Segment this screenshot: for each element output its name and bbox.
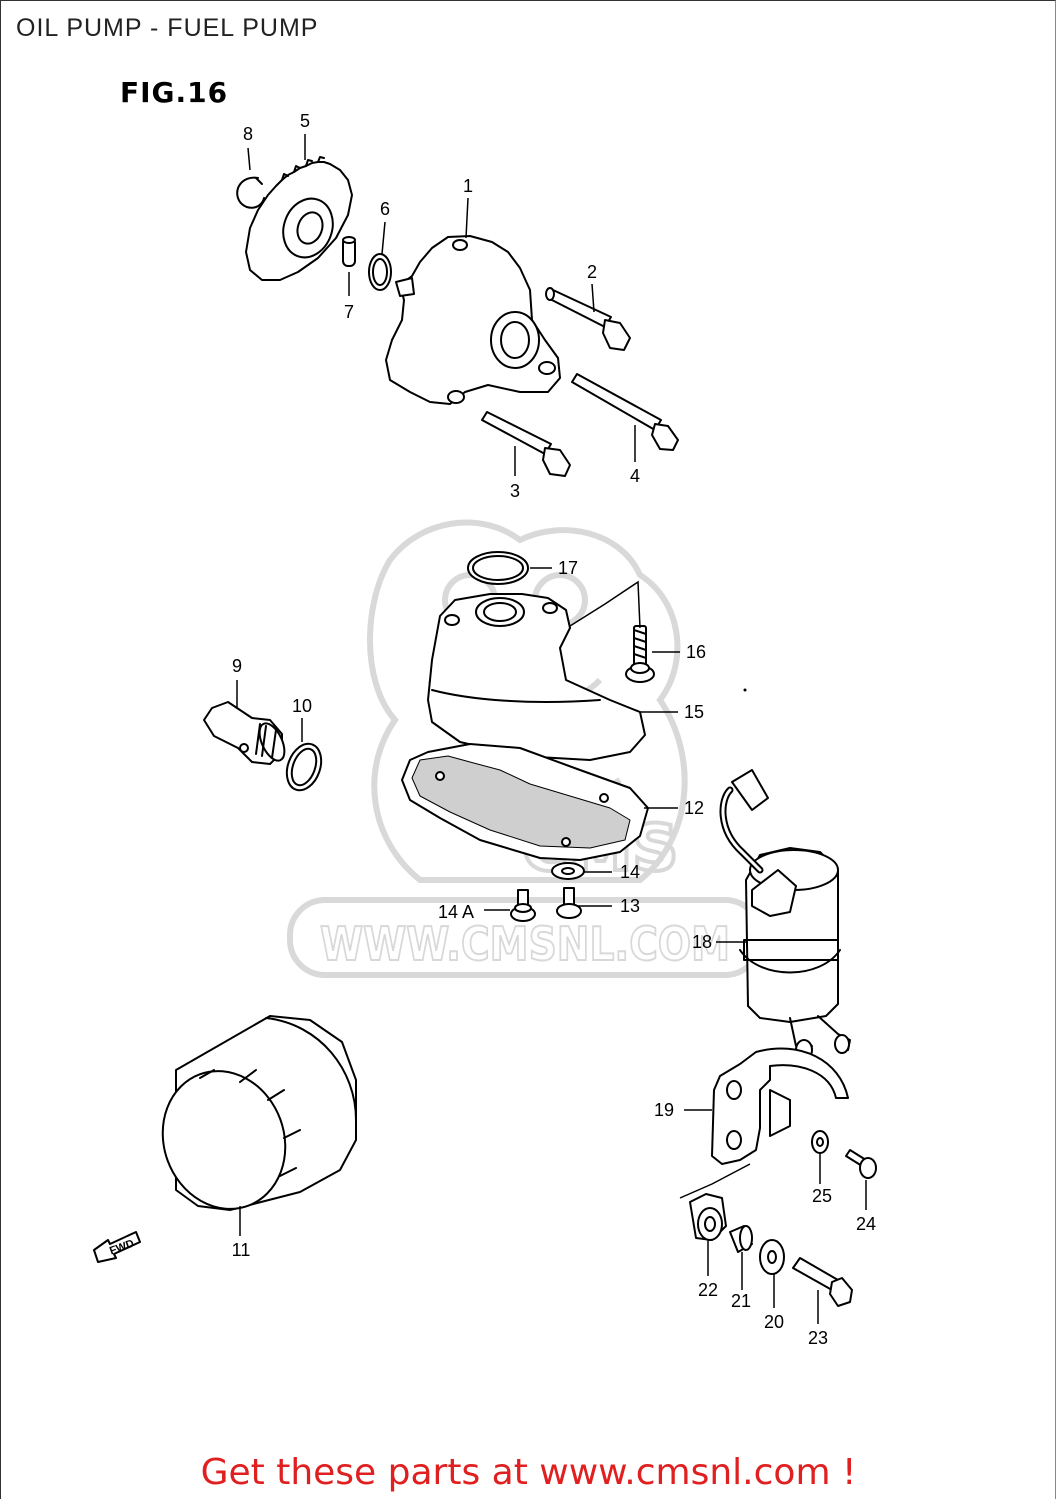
part-14a-bolt xyxy=(511,890,535,921)
callout-1: 1 xyxy=(463,176,473,196)
callout-11: 11 xyxy=(232,1240,251,1260)
callout-25: 25 xyxy=(812,1186,832,1206)
part-1-oil-pump xyxy=(386,236,560,404)
callout-19: 19 xyxy=(654,1100,674,1120)
part-23-bolt xyxy=(793,1258,852,1306)
part-15-oil-strainer-cap xyxy=(428,594,645,760)
callout-8: 8 xyxy=(243,124,253,144)
part-8-circlip xyxy=(237,178,264,208)
parts-diagram: WWW.CMSNL.COM CMS xyxy=(0,111,1057,1348)
part-5-oil-pump-gear xyxy=(246,157,352,280)
callout-18: 18 xyxy=(692,932,712,952)
part-11-oil-filter xyxy=(144,1016,356,1226)
callout-10: 10 xyxy=(292,696,312,716)
part-20-washer xyxy=(760,1240,784,1274)
fwd-arrow-icon xyxy=(94,1232,140,1262)
callout-2: 2 xyxy=(587,262,597,282)
figure-label: FIG.16 xyxy=(120,76,229,109)
callout-13: 13 xyxy=(620,896,640,916)
part-14-washer xyxy=(552,863,584,879)
callout-5: 5 xyxy=(300,111,310,131)
part-21-collar xyxy=(730,1226,752,1252)
callout-3: 3 xyxy=(510,481,520,501)
leader-lines xyxy=(236,134,867,1324)
part-22-grommet xyxy=(690,1194,726,1240)
part-18-fuel-pump xyxy=(723,770,850,1060)
watermark-url: WWW.CMSNL.COM xyxy=(320,917,730,971)
part-6-oring xyxy=(369,254,391,290)
part-16-bolt xyxy=(626,626,654,682)
callout-12: 12 xyxy=(684,798,704,818)
callout-24: 24 xyxy=(856,1214,876,1234)
callout-23: 23 xyxy=(808,1328,828,1348)
part-12-oil-strainer xyxy=(402,744,648,860)
part-10-gasket xyxy=(281,739,327,795)
part-17-oring xyxy=(468,552,528,584)
callout-4: 4 xyxy=(630,466,640,486)
footer-cta-link[interactable]: Get these parts at www.cmsnl.com ! xyxy=(200,1452,857,1493)
callout-17: 17 xyxy=(558,558,578,578)
part-2-bolt xyxy=(546,288,630,350)
callout-21: 21 xyxy=(731,1291,751,1311)
callout-14a: 14 A xyxy=(438,902,474,922)
callout-6: 6 xyxy=(380,199,390,219)
part-4-bolt xyxy=(572,374,678,450)
part-13-bolt xyxy=(557,888,581,918)
part-25-washer xyxy=(812,1131,828,1153)
stray-dot xyxy=(743,688,747,692)
callout-14: 14 xyxy=(620,862,640,882)
callout-15: 15 xyxy=(684,702,704,722)
callout-9: 9 xyxy=(232,656,242,676)
callout-16: 16 xyxy=(686,642,706,662)
part-7-pin xyxy=(343,237,355,266)
callout-7: 7 xyxy=(344,302,354,322)
part-19-bracket xyxy=(712,1049,848,1164)
callout-20: 20 xyxy=(764,1312,784,1332)
callout-22: 22 xyxy=(698,1280,718,1300)
fwd-arrow-label: FWD xyxy=(108,1238,136,1258)
part-24-screw xyxy=(846,1150,876,1178)
page-title: OIL PUMP - FUEL PUMP xyxy=(16,14,319,42)
part-3-bolt xyxy=(482,412,570,476)
part-9-drain-plug xyxy=(204,702,290,764)
